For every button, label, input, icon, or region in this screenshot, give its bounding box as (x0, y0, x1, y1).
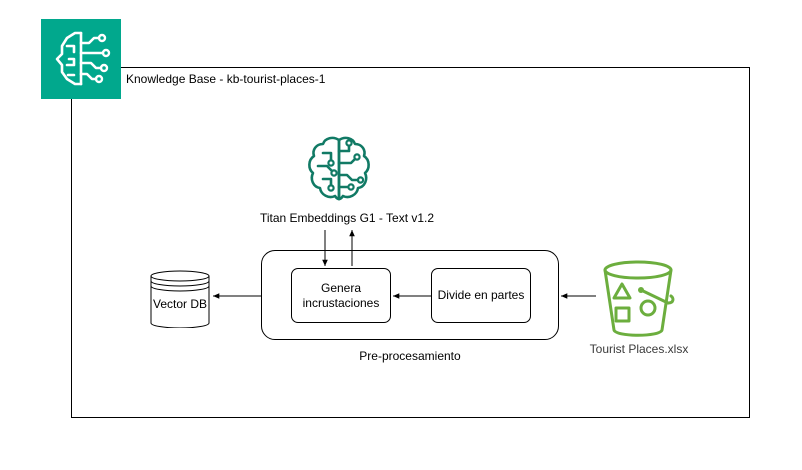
source-bucket-icon (598, 258, 680, 340)
vector-db-icon (149, 266, 211, 329)
source-file-label: Tourist Places.xlsx (589, 342, 689, 356)
split-chunks-step: Divide en partes (431, 268, 531, 323)
preprocessing-group (261, 250, 559, 340)
embedding-model-icon (303, 133, 375, 205)
knowledge-base-icon (41, 19, 121, 99)
generate-embeddings-step: Genera incrustaciones (291, 268, 391, 323)
knowledge-base-container (71, 67, 750, 418)
vector-db-label: Vector DB (152, 297, 208, 311)
knowledge-base-title: Knowledge Base - kb-tourist-places-1 (126, 72, 326, 86)
embedding-model-label: Titan Embeddings G1 - Text v1.2 (259, 211, 435, 225)
preprocessing-label: Pre-procesamiento (359, 349, 461, 363)
